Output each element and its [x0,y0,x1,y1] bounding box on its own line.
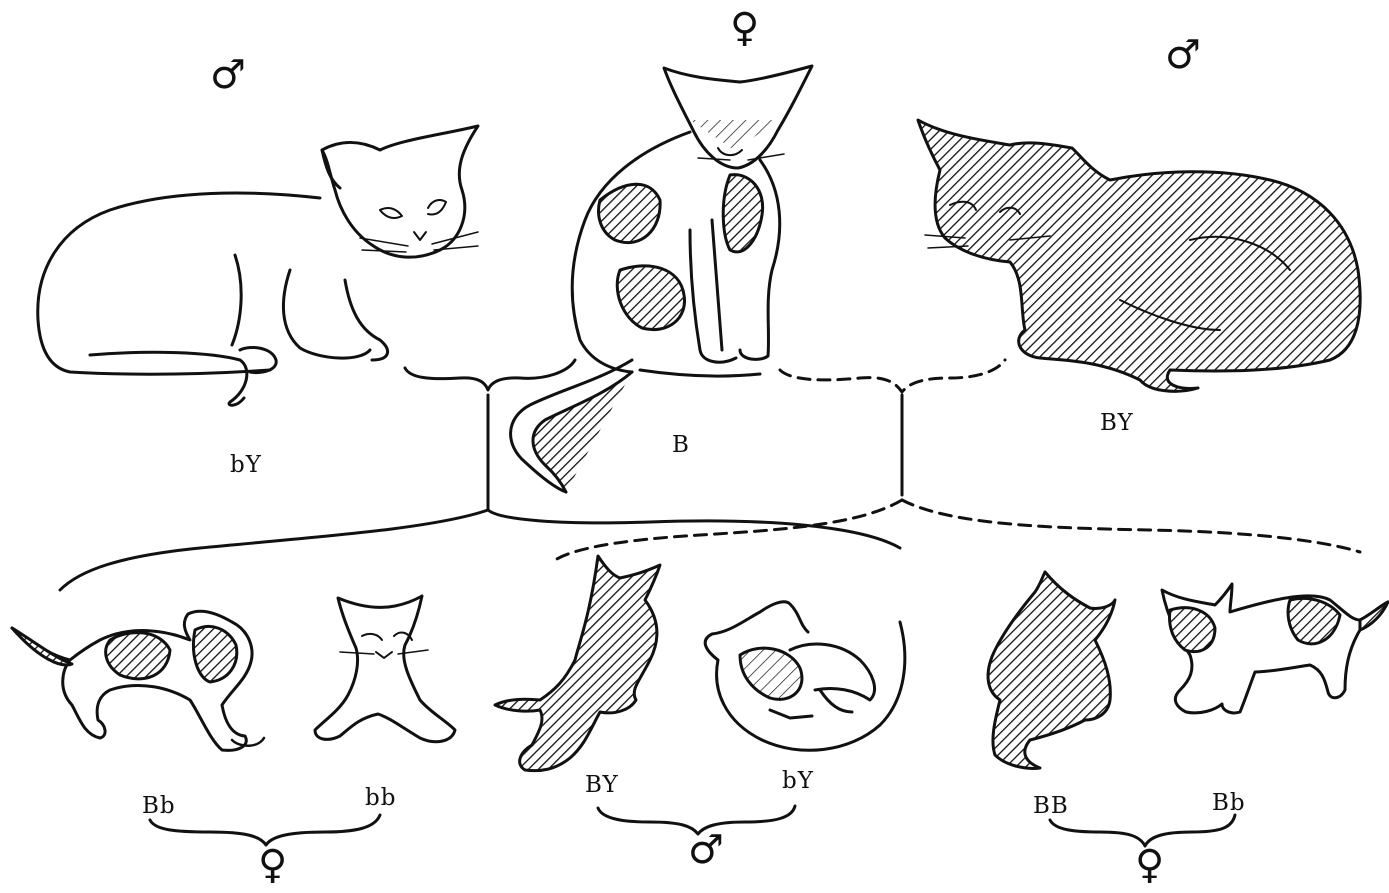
kitten-bb-dark [986,570,1117,770]
group2-sex-symbol: ♂ [688,827,724,873]
parent-left-sex-symbol: ♂ [210,52,246,98]
parent-left-cat [36,124,480,407]
kitten-bb-patched [10,609,266,752]
kitten-by-curled-white [703,600,907,752]
offspring-genotype-3: BY [585,772,619,798]
offspring-braces [148,804,1237,848]
kitten-by-dark [493,554,662,773]
kitten-bb-white [313,594,457,744]
offspring-genotype-5: BB [1033,793,1069,819]
kitten-bb-patched-2 [1160,582,1389,715]
group3-sex-symbol: ♀ [1135,842,1165,888]
parent-center-cat [509,64,814,494]
parent-center-genotype: B [672,432,690,458]
offspring-genotype-4: bY [782,768,814,794]
cross-connectors [58,358,1362,592]
offspring-genotype-1: Bb [142,793,176,819]
parent-center-sex-symbol: ♀ [730,5,760,51]
group1-sex-symbol: ♀ [258,842,288,888]
parent-right-cat [916,118,1362,393]
offspring-genotype-6: Bb [1212,790,1246,816]
offspring-genotype-2: bb [365,785,397,811]
parent-left-genotype: bY [230,452,262,478]
parent-right-genotype: BY [1100,410,1134,436]
parent-right-sex-symbol: ♂ [1165,32,1201,78]
